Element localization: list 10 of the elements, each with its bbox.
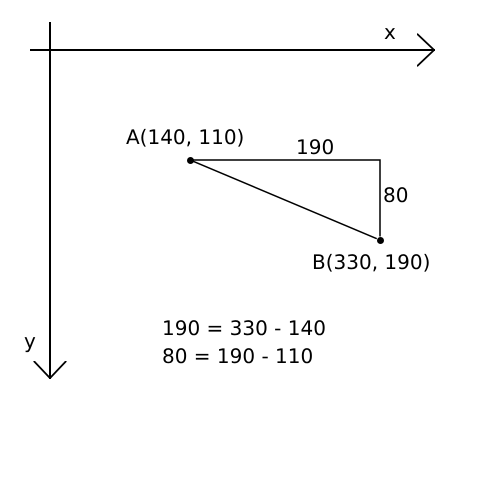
point-dot — [376, 236, 384, 244]
point-label: A(140, 110) — [126, 125, 244, 149]
equation-text: 80 = 190 - 110 — [162, 344, 314, 368]
axis-label: y — [24, 329, 36, 353]
equation-text: 190 = 330 - 140 — [162, 316, 326, 340]
length-label: 80 — [383, 183, 408, 207]
point-label: B(330, 190) — [312, 250, 430, 274]
point-dot — [186, 156, 194, 164]
axis-label: x — [384, 20, 396, 44]
length-label: 190 — [296, 135, 334, 159]
